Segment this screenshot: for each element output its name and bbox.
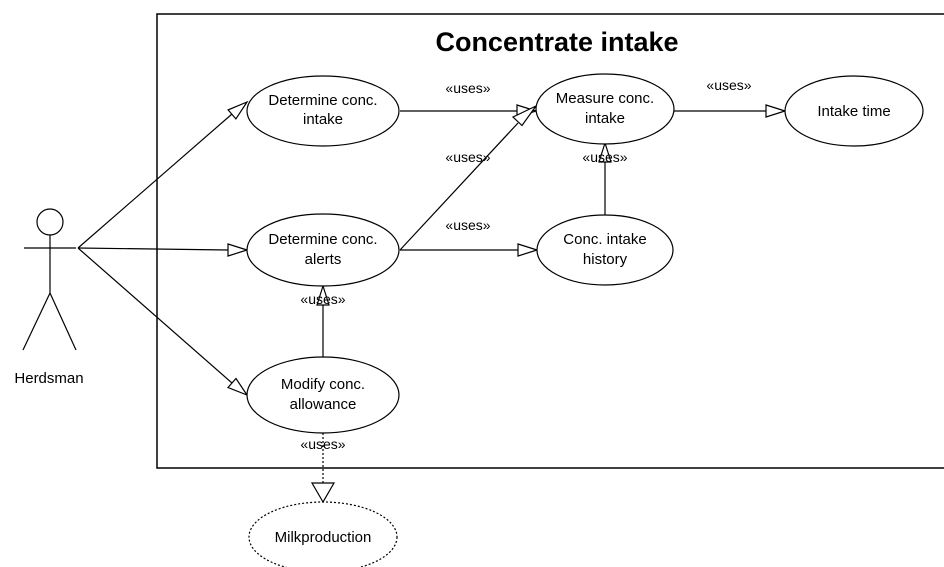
system-boundary xyxy=(156,13,944,469)
use-case-label: Milkproduction xyxy=(275,529,372,546)
use-case-label: Modify conc. xyxy=(281,376,365,393)
uses-relations xyxy=(310,104,787,504)
use-case-label: Determine conc. xyxy=(268,92,377,109)
uses-label-4: «uses» xyxy=(582,149,627,165)
uses-label-5: «uses» xyxy=(445,217,490,233)
use-case-intake-time[interactable]: Intake time xyxy=(784,75,924,147)
use-case-label: Determine conc. xyxy=(268,231,377,248)
use-case-label: Measure conc. xyxy=(556,90,654,107)
actor-associations xyxy=(77,100,249,397)
use-case-label: Conc. intake xyxy=(563,231,646,248)
use-case-label: alerts xyxy=(305,251,342,268)
use-case-determine-alerts[interactable]: Determine conc. alerts xyxy=(246,213,400,287)
uses-label-3: «uses» xyxy=(445,149,490,165)
use-case-label: allowance xyxy=(290,396,357,413)
herdsman-actor[interactable] xyxy=(22,208,77,351)
use-case-milkproduction[interactable]: Milkproduction xyxy=(248,501,398,567)
use-case-label: Intake time xyxy=(817,103,890,120)
use-case-modify-allowance[interactable]: Modify conc. allowance xyxy=(246,356,400,434)
uses-label-2: «uses» xyxy=(706,77,751,93)
use-case-intake-history[interactable]: Conc. intake history xyxy=(536,214,674,286)
use-case-label: intake xyxy=(303,111,343,128)
system-title: Concentrate intake xyxy=(435,27,678,57)
use-case-measure-intake[interactable]: Measure conc. intake xyxy=(535,73,675,145)
use-case-determine-intake[interactable]: Determine conc. intake xyxy=(246,75,400,147)
uses-label-1: «uses» xyxy=(445,80,490,96)
uses-label-6: «uses» xyxy=(300,291,345,307)
actor-label: Herdsman xyxy=(14,370,83,387)
use-case-label: history xyxy=(583,251,628,268)
use-case-label: intake xyxy=(585,110,625,127)
uses-label-7: «uses» xyxy=(300,436,345,452)
